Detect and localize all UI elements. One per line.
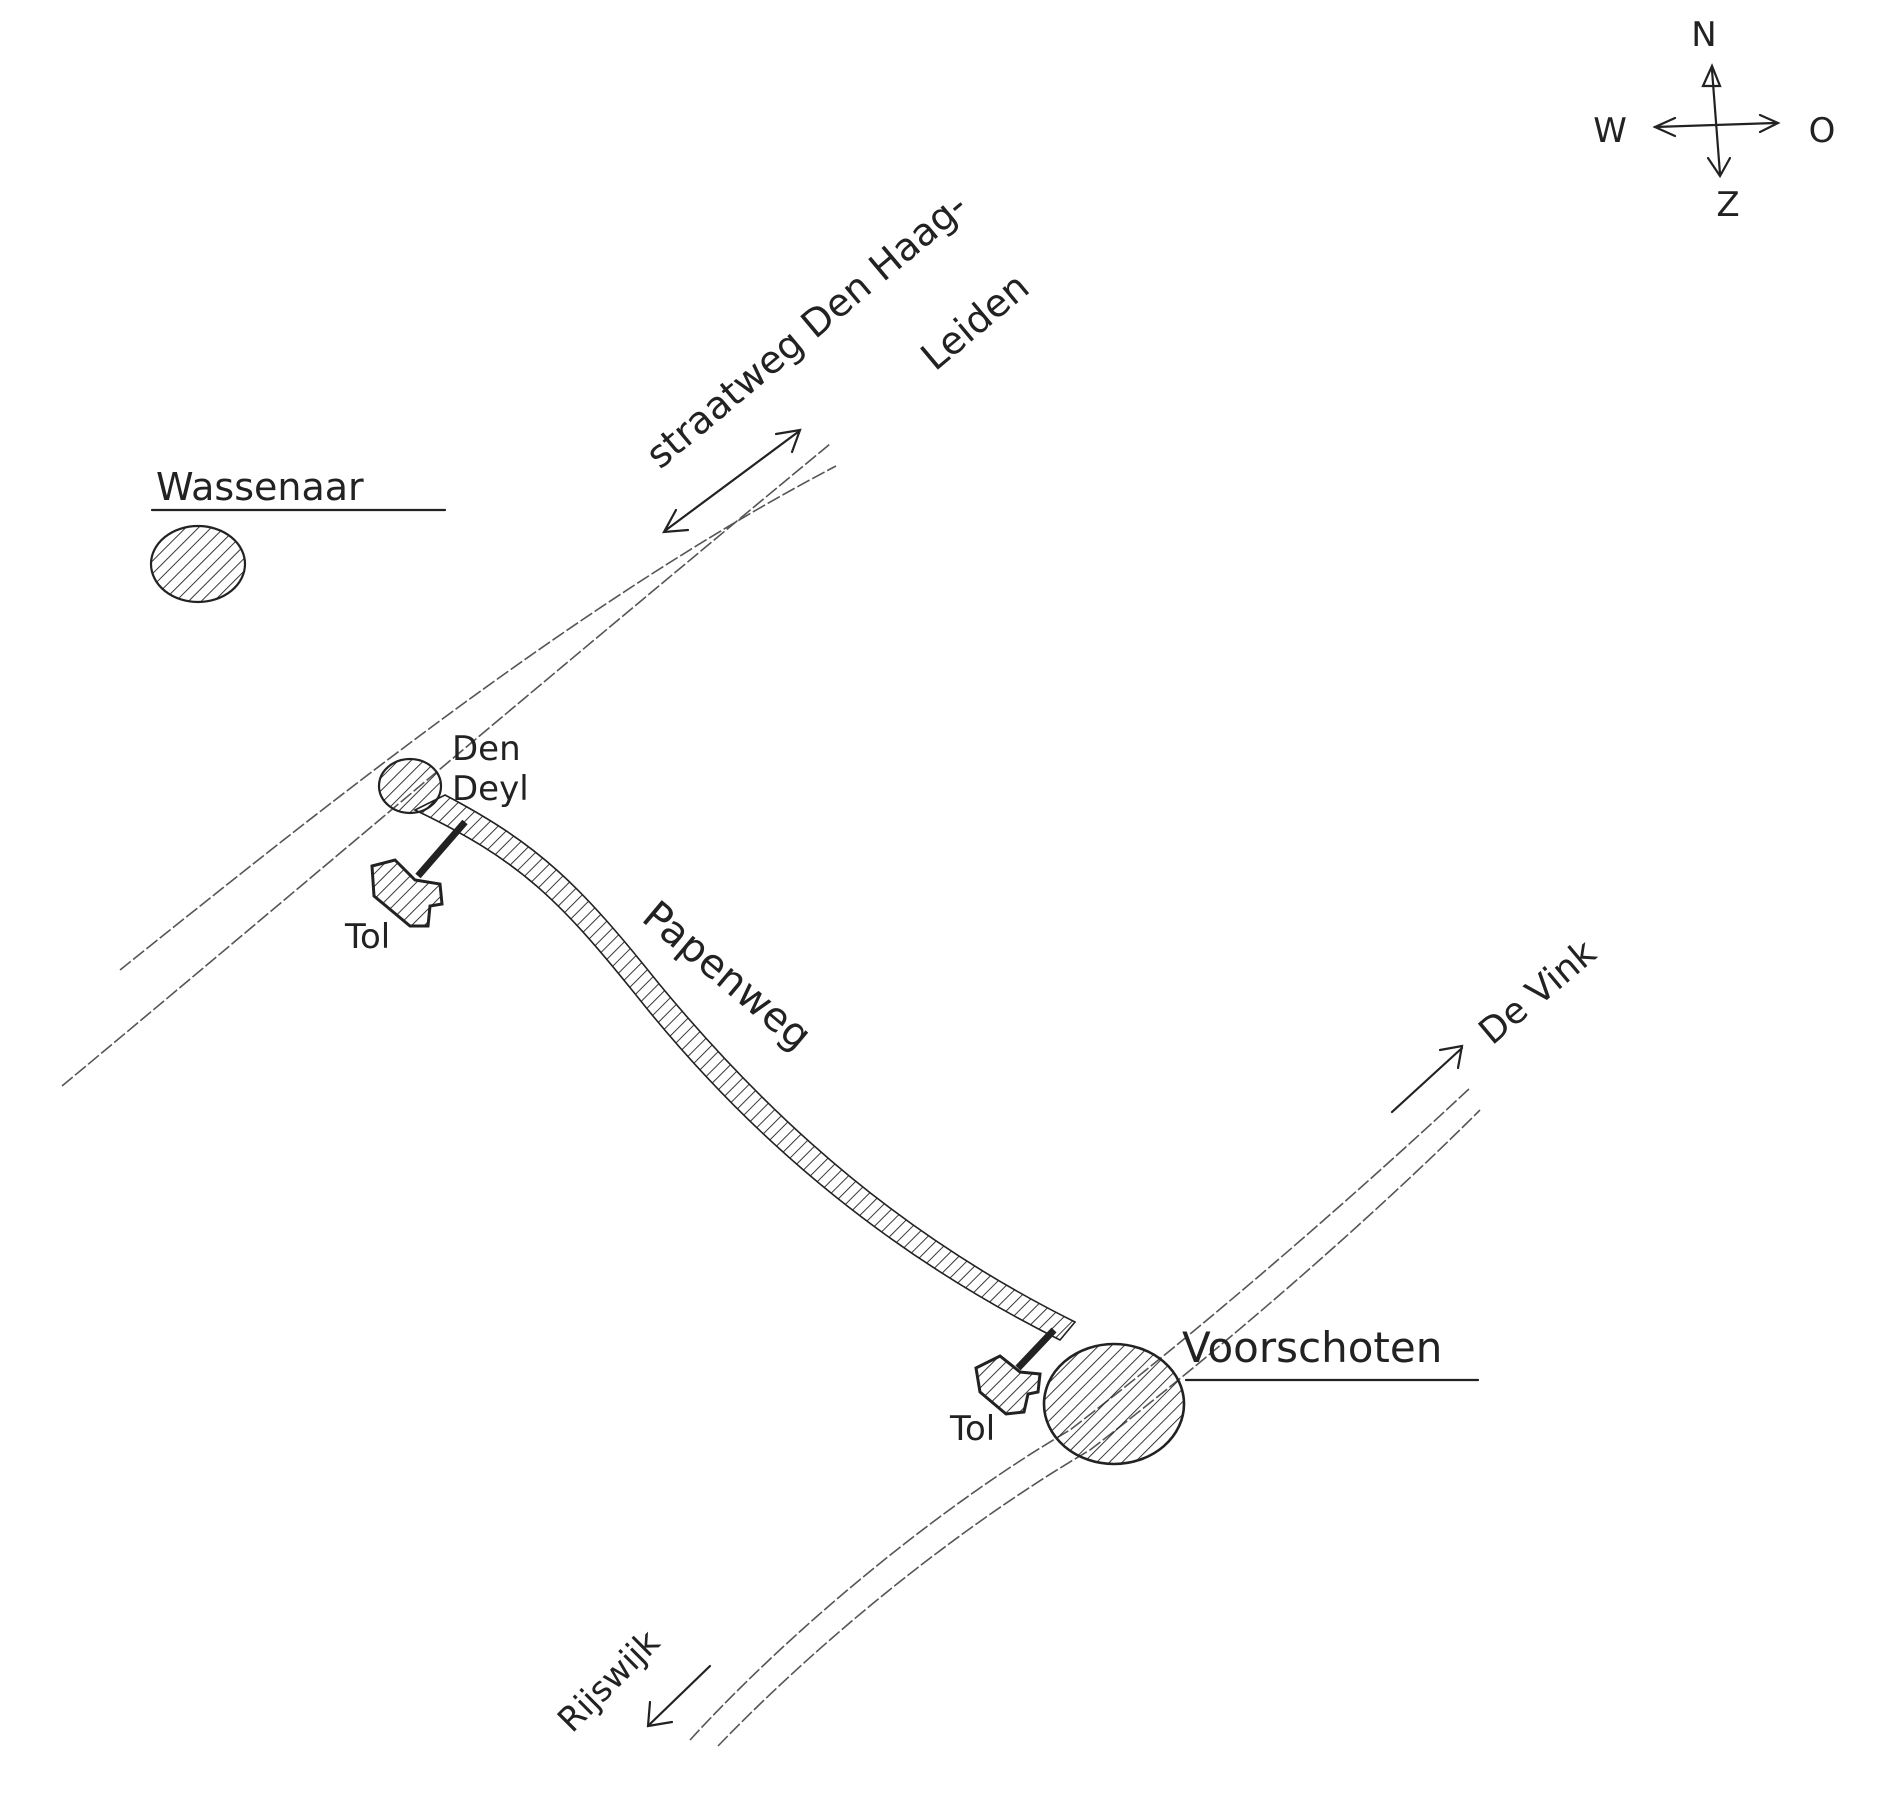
- arrow-northeast-icon: [1390, 1044, 1464, 1114]
- compass-south-label: Z: [1716, 185, 1739, 225]
- voorschoten-label: Voorschoten: [1182, 1323, 1442, 1372]
- arrow-southwest-icon: [646, 1664, 712, 1728]
- toll-house-icon: [974, 1327, 1057, 1416]
- den-deyl-label-line1: Den: [452, 729, 521, 769]
- straatweg-label: straatweg Den Haag-: [638, 183, 976, 477]
- leiden-label: Leiden: [913, 264, 1038, 379]
- den-deyl-marker: [377, 757, 443, 815]
- de-vink-label: De Vink: [1471, 932, 1604, 1053]
- den-deyl-label-line2: Deyl: [452, 769, 529, 809]
- compass-rose-icon: [1652, 63, 1781, 179]
- double-arrow-icon: [662, 428, 802, 534]
- wassenaar-marker: [149, 524, 247, 604]
- compass-north-label: N: [1691, 15, 1716, 55]
- papenweg-label: Papenweg: [634, 892, 821, 1059]
- toll-label: Tol: [949, 1409, 995, 1449]
- straatweg-road: [61, 443, 837, 1087]
- voorschoten-marker: [1042, 1342, 1186, 1466]
- wassenaar-label: Wassenaar: [156, 465, 364, 509]
- compass-west-label: W: [1593, 111, 1627, 151]
- toll-label: Tol: [344, 917, 390, 957]
- papenweg-road: [413, 794, 1077, 1341]
- toll-house-icon: [370, 819, 468, 928]
- compass-east-label: O: [1809, 111, 1836, 151]
